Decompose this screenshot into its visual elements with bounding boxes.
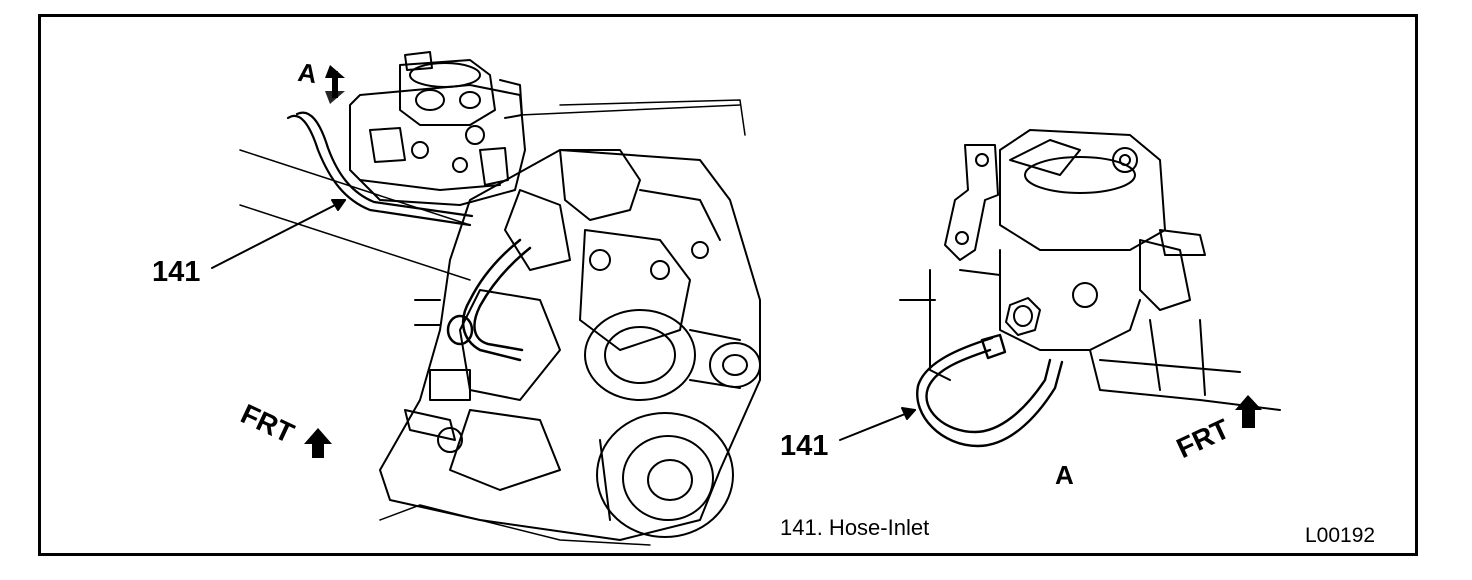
detail-bracket [944, 144, 999, 261]
detail-inlet-hose [916, 333, 1064, 448]
detail-callout-label: 141 [780, 430, 829, 462]
detail-front-direction-arrow-icon [1235, 395, 1262, 428]
view-direction-arrow-icon [325, 65, 345, 104]
figure-code: L00192 [1305, 524, 1376, 547]
main-inlet-hose [286, 111, 474, 227]
water-pump [584, 309, 761, 401]
engine-hose [446, 238, 532, 362]
detail-throttle-body [899, 129, 1281, 411]
legend-item: 141. Hose-Inlet [780, 515, 930, 540]
detail-view-a-title: A [1055, 460, 1074, 490]
main-view-a-label: A [296, 56, 319, 90]
detail-view-a [839, 129, 1281, 448]
crank-pulley [596, 412, 734, 538]
detail-callout-leader [839, 409, 916, 441]
main-engine-view [211, 51, 761, 546]
throttle-body-unit [349, 51, 526, 206]
main-callout-leader [211, 199, 346, 269]
engine-block [379, 149, 761, 546]
left-fittings [404, 299, 471, 453]
main-callout-label: 141 [152, 256, 201, 288]
front-direction-arrow-icon [304, 428, 332, 458]
detail-fitting [1005, 297, 1041, 336]
